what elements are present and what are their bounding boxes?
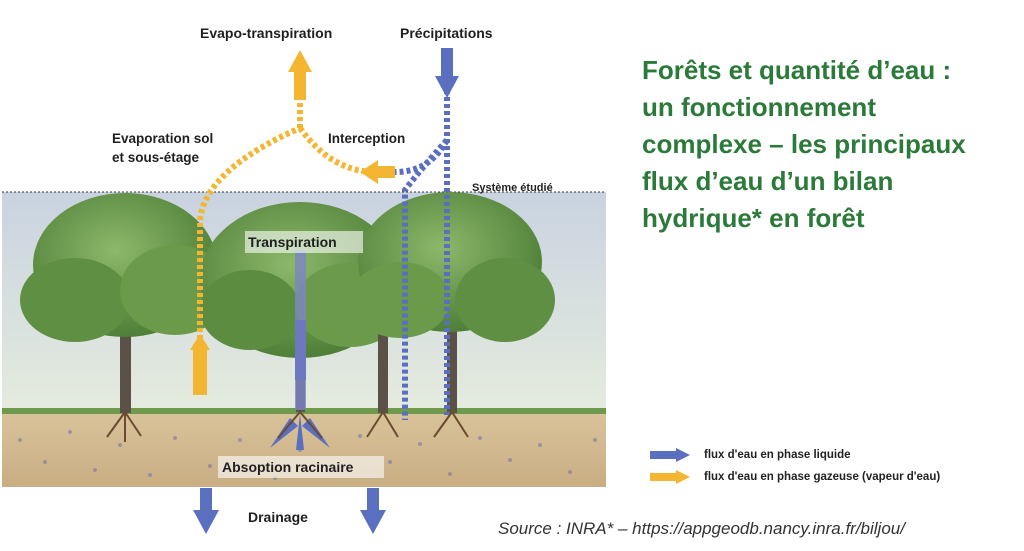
legend-item-gas: flux d'eau en phase gazeuse (vapeur d'ea… bbox=[650, 466, 940, 488]
source-citation: Source : INRA* – https://appgeodb.nancy.… bbox=[498, 519, 905, 538]
root-absorption-arrows bbox=[270, 414, 330, 450]
page-title: Forêts et quantité d’eau : un fonctionne… bbox=[642, 52, 1017, 237]
title-line: hydrique* en forêt bbox=[642, 203, 865, 233]
title-line: flux d’eau d’un bilan bbox=[642, 166, 894, 196]
legend-label-gas: flux d'eau en phase gazeuse (vapeur d'ea… bbox=[704, 471, 941, 483]
precipitations-label: Précipitations bbox=[400, 25, 493, 41]
evapotranspiration-arrow-head bbox=[288, 50, 312, 72]
evapotranspiration-arrow-shaft bbox=[294, 70, 306, 100]
transpiration-label-bg bbox=[245, 231, 363, 253]
interception-flow-path bbox=[394, 138, 450, 175]
liquid-flows bbox=[394, 90, 450, 420]
water-balance-diagram: Evapo-transpiration Précipitations Evapo… bbox=[2, 25, 606, 534]
drainage-label: Drainage bbox=[248, 509, 308, 525]
title-line: Forêts et quantité d’eau : bbox=[642, 55, 952, 85]
precipitation-arrow-head bbox=[435, 76, 459, 98]
interception-arrow-shaft bbox=[375, 166, 395, 178]
interception-arrow-head bbox=[360, 160, 378, 184]
evaporation-label-line1: Evaporation sol bbox=[112, 131, 213, 146]
absorption-label: Absoption racinaire bbox=[222, 459, 354, 475]
precipitation-arrow-shaft bbox=[441, 48, 453, 78]
evapotranspiration-label: Evapo-transpiration bbox=[200, 25, 332, 41]
transpiration-label: Transpiration bbox=[248, 234, 337, 250]
evaporation-arrow-head bbox=[190, 334, 210, 350]
absorption-label-bg bbox=[218, 456, 384, 478]
legend: flux d'eau en phase liquide flux d'eau e… bbox=[650, 444, 940, 488]
legend-item-liquid: flux d'eau en phase liquide bbox=[650, 444, 940, 466]
soil-particles bbox=[18, 430, 597, 480]
legend-label-liquid: flux d'eau en phase liquide bbox=[704, 449, 851, 461]
liquid-arrow-icon bbox=[650, 448, 690, 462]
tree-left bbox=[20, 193, 230, 413]
evaporation-flow-path bbox=[197, 125, 302, 395]
title-line: un fonctionnement bbox=[642, 92, 876, 122]
evaporation-label-line2: et sous-étage bbox=[112, 150, 200, 165]
studied-system-label: Système étudié bbox=[472, 182, 553, 194]
roots bbox=[106, 411, 469, 442]
interception-label: Interception bbox=[328, 131, 405, 146]
evaporation-arrow-shaft bbox=[193, 345, 207, 395]
transpiration-arrow-shaft bbox=[295, 320, 306, 380]
title-line: complexe – les principaux bbox=[642, 129, 966, 159]
gas-arrow-icon bbox=[650, 470, 690, 484]
drainage-arrows bbox=[193, 488, 386, 534]
